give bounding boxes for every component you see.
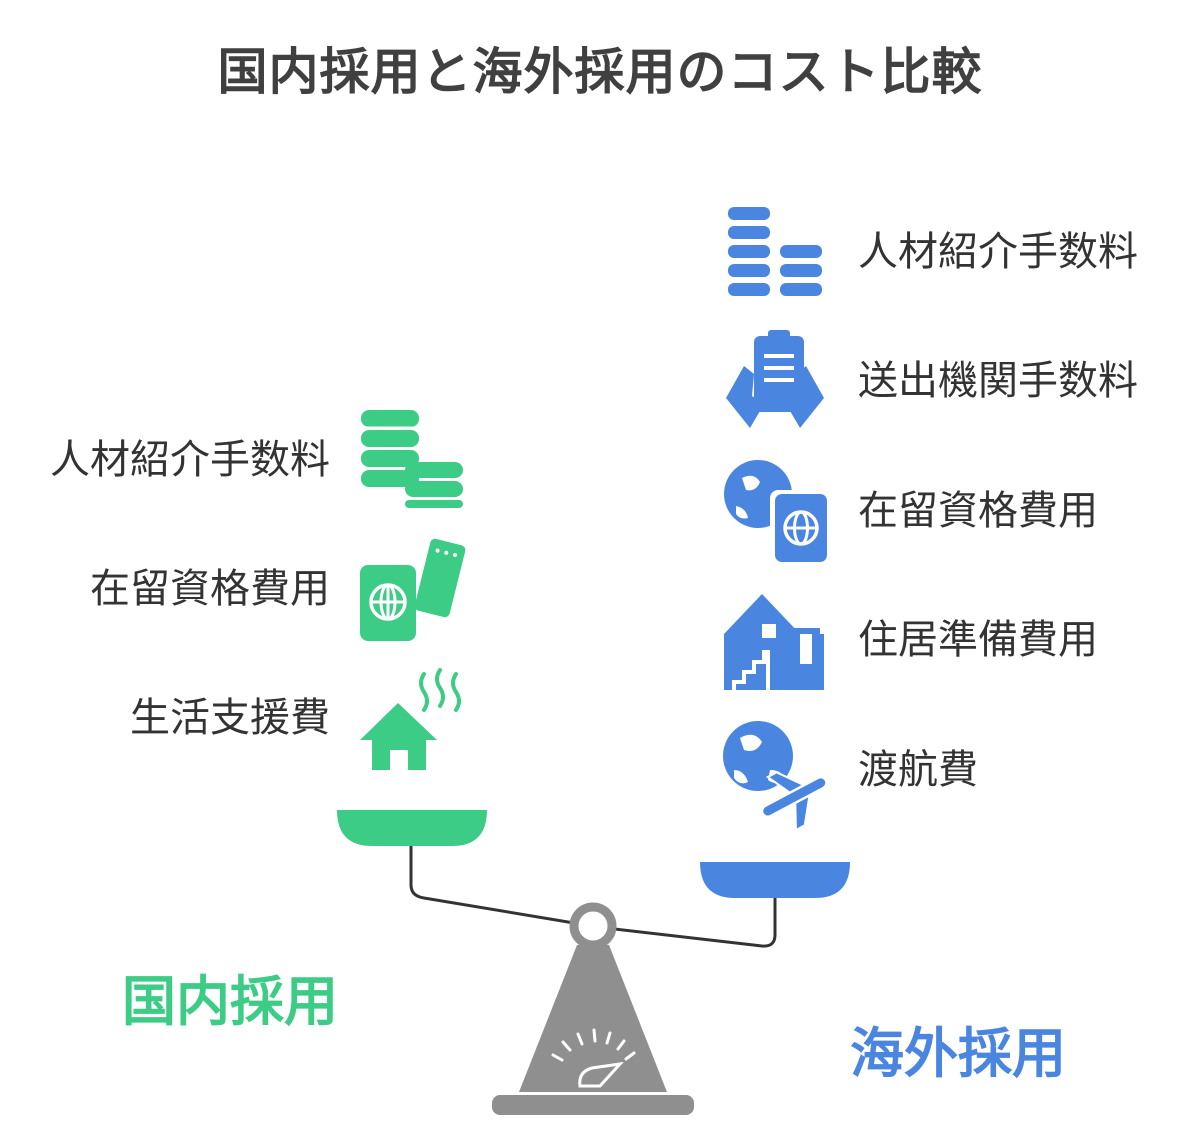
overseas-item-label-sending-agency-fee: 送出機関手数料 bbox=[858, 358, 1138, 404]
overseas-item-label-travel-cost: 渡航費 bbox=[858, 747, 978, 793]
domestic-item-label-recruitment-fee: 人材紹介手数料 bbox=[50, 437, 330, 483]
heated-house-icon bbox=[360, 668, 461, 770]
globe-passport-icon bbox=[724, 460, 828, 564]
coin-bars-icon bbox=[728, 207, 822, 296]
overseas-item-label-visa-cost: 在留資格費用 bbox=[858, 488, 1098, 534]
scale-base bbox=[492, 945, 694, 1115]
overseas-item-label-housing-cost: 住居準備費用 bbox=[858, 617, 1098, 663]
scale-beam bbox=[409, 846, 777, 948]
house-stairs-icon bbox=[724, 594, 824, 690]
domestic-item-label-visa-cost: 在留資格費用 bbox=[90, 566, 330, 612]
domestic-item-label-living-support: 生活支援費 bbox=[130, 695, 330, 741]
hands-document-icon bbox=[726, 330, 824, 428]
overseas-title: 海外採用 bbox=[850, 1022, 1066, 1085]
globe-plane-icon bbox=[723, 721, 829, 832]
coin-stacks-icon bbox=[361, 410, 463, 508]
gauge-icon bbox=[551, 1028, 636, 1088]
domestic-title: 国内採用 bbox=[122, 970, 338, 1033]
left-scale-pan bbox=[337, 810, 487, 846]
scale-pivot bbox=[569, 902, 617, 950]
page-title: 国内採用と海外採用のコスト比較 bbox=[217, 43, 983, 101]
right-scale-pan bbox=[700, 862, 850, 898]
overseas-item-label-recruitment-fee: 人材紹介手数料 bbox=[858, 229, 1138, 275]
passport-ticket-icon bbox=[360, 538, 466, 641]
